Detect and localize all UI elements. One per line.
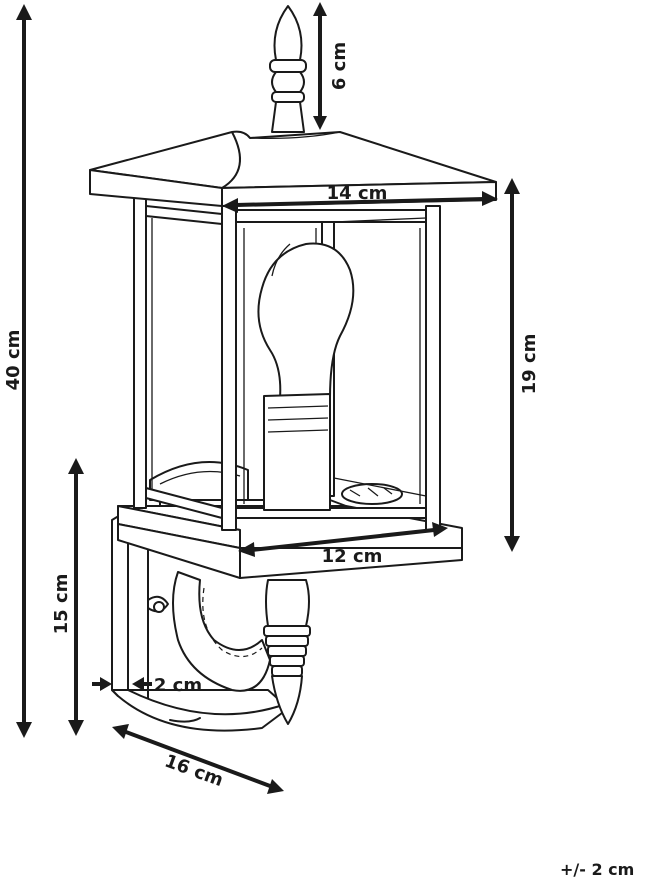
label-base-width: 12 cm	[322, 546, 383, 567]
dim-base-width	[238, 522, 448, 557]
dim-roof-width	[222, 191, 498, 213]
label-glass-height: 19 cm	[519, 334, 540, 395]
label-mount-thickness: 2 cm	[154, 675, 202, 696]
dimension-lines	[16, 2, 520, 794]
dim-glass-height	[504, 178, 520, 552]
dim-total-height	[16, 4, 32, 738]
label-roof-width: 14 cm	[327, 183, 388, 204]
label-mount-height: 15 cm	[51, 574, 72, 635]
dim-finial-height	[313, 2, 327, 130]
dim-depth	[112, 724, 284, 794]
tolerance-note: +/- 2 cm	[560, 860, 635, 879]
bottom-finial	[263, 579, 311, 725]
label-finial-height: 6 cm	[329, 42, 350, 90]
dim-mount-thickness	[92, 677, 152, 691]
dim-mount-height	[68, 458, 84, 736]
wall-lantern-drawing	[89, 5, 497, 732]
top-finial	[269, 5, 307, 133]
label-total-height: 40 cm	[3, 330, 24, 391]
lantern-roof	[89, 130, 497, 207]
light-bulb	[257, 242, 355, 511]
bracket-arm	[147, 571, 271, 692]
